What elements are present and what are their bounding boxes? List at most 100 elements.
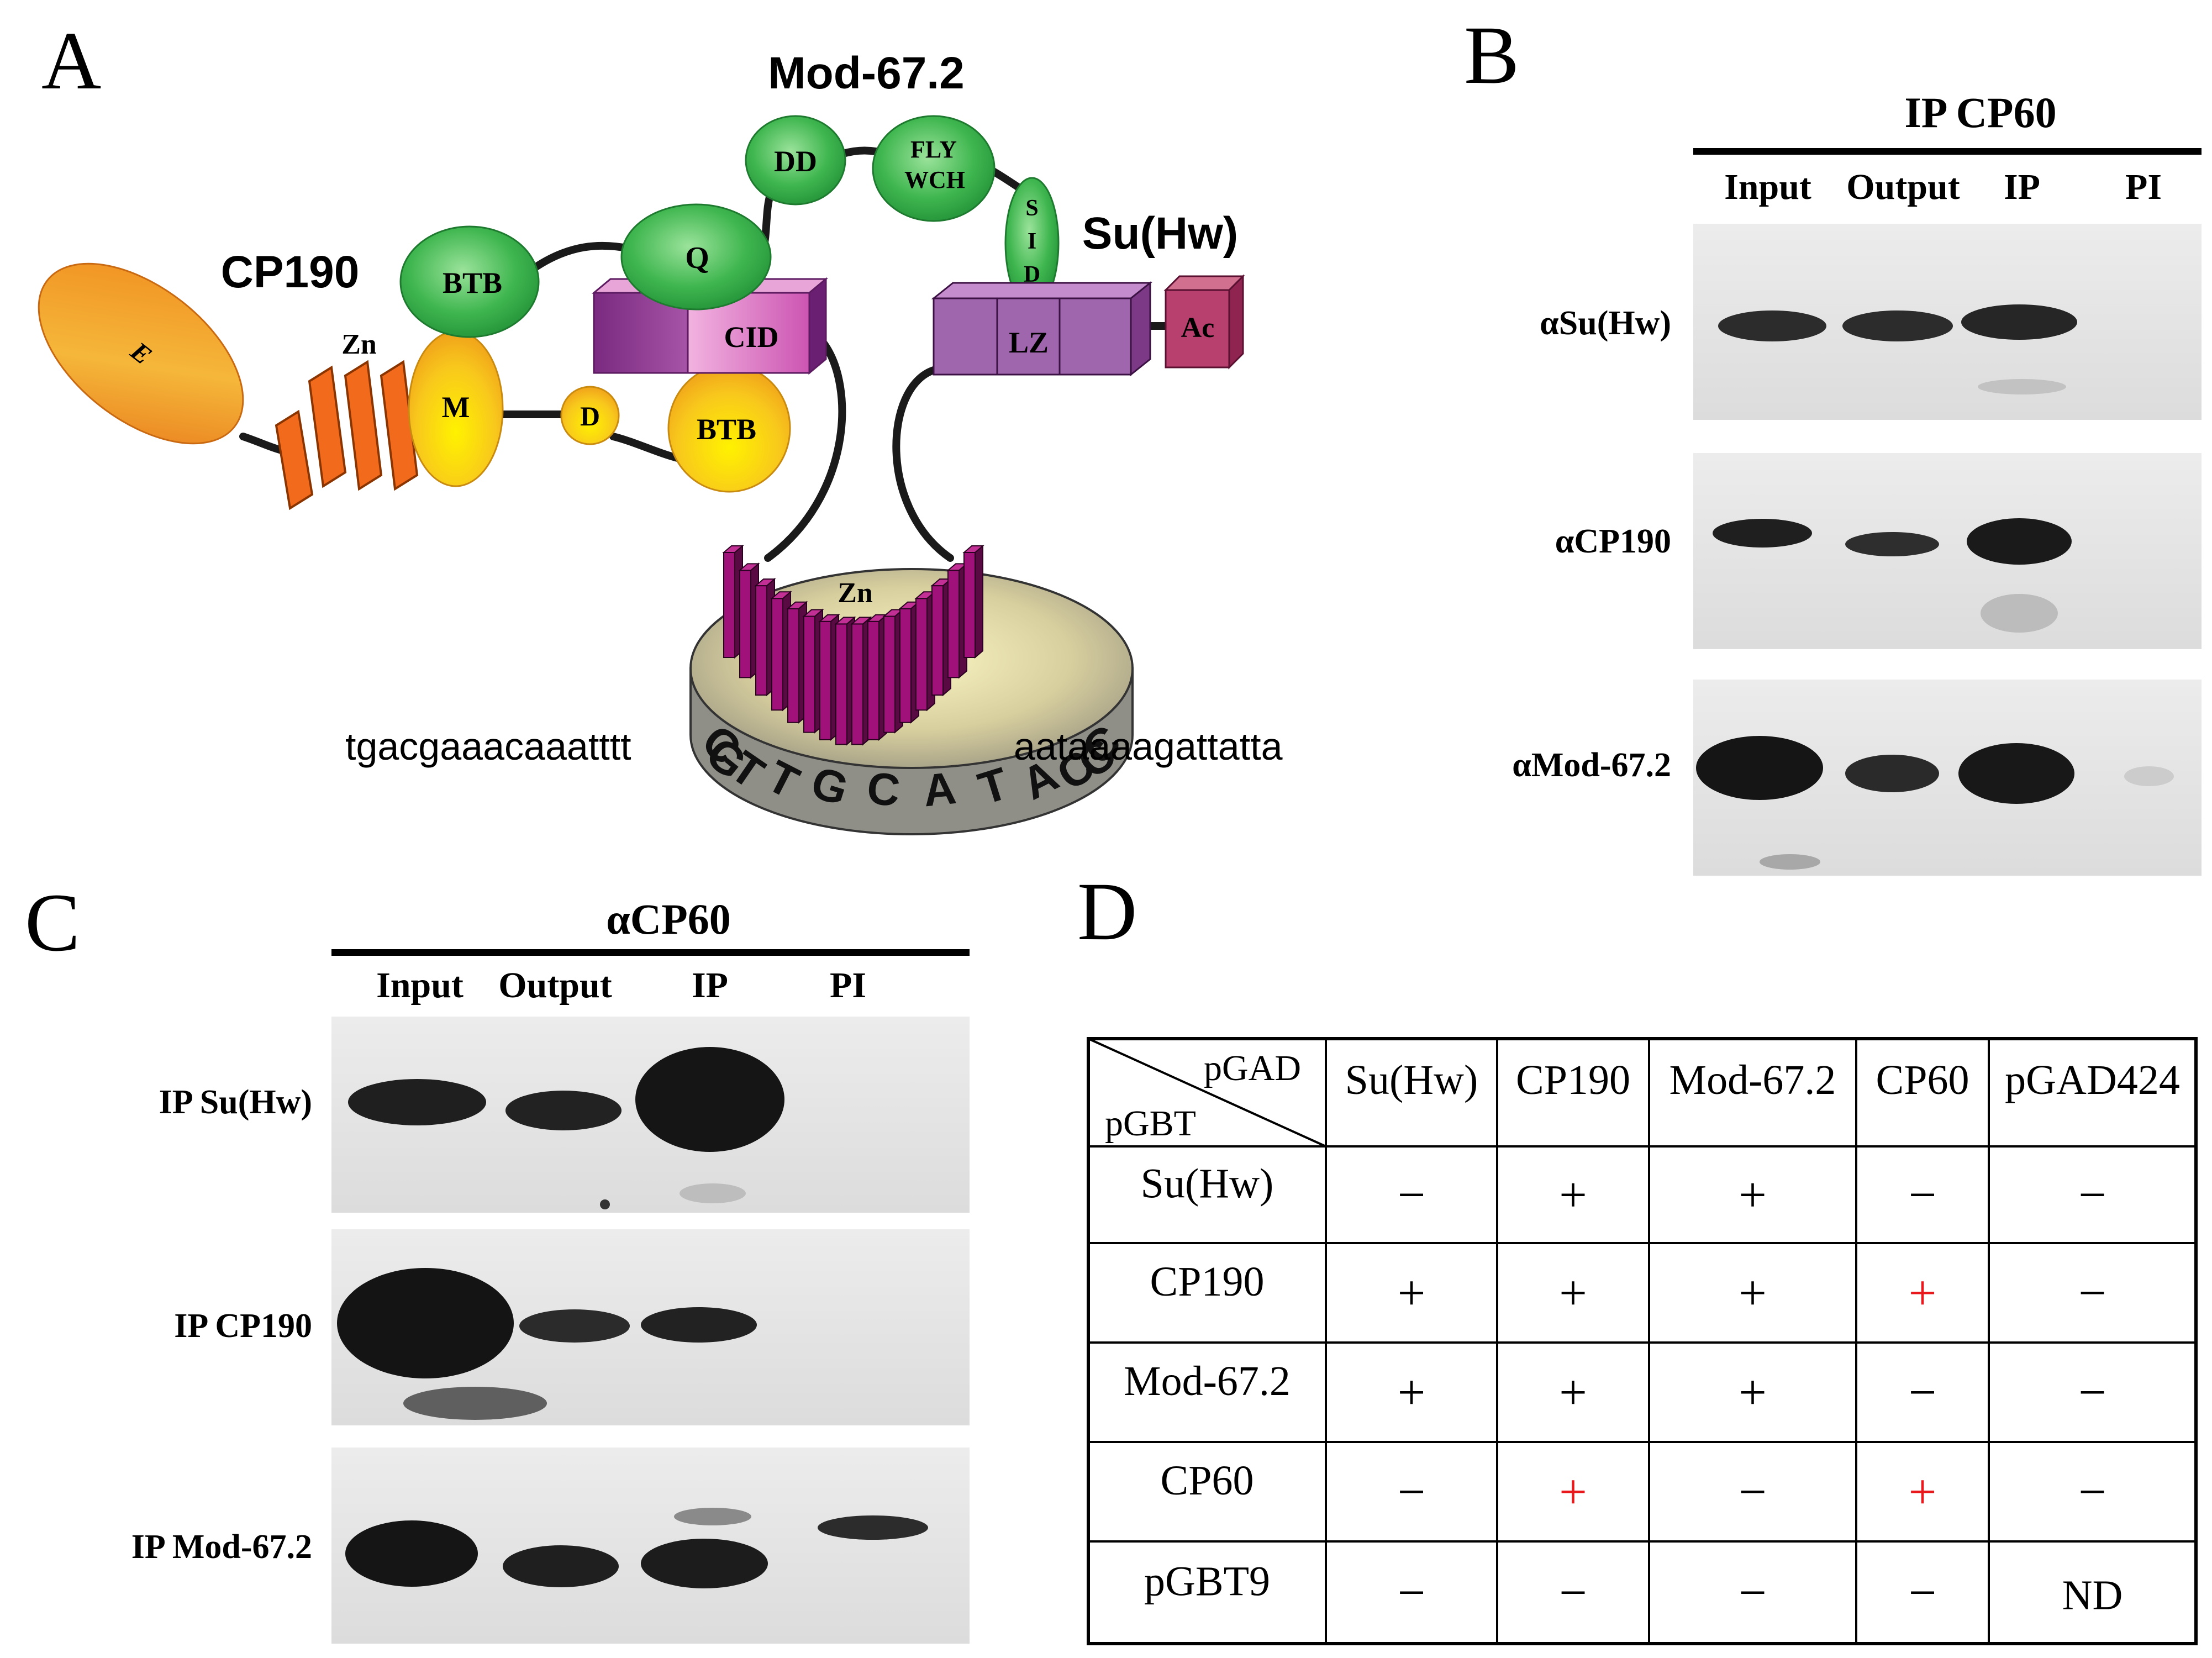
table-column-header: pGAD424 — [2005, 1057, 2180, 1103]
panel-c-rule — [331, 949, 970, 956]
panel-c-lane-ip: IP — [692, 965, 728, 1006]
panel-c-lane-input: Input — [376, 965, 464, 1006]
blot-b-mod672 — [1693, 680, 2202, 876]
table-cell: + — [1739, 1266, 1767, 1320]
table-corner-bottom: pGBT — [1105, 1103, 1196, 1144]
m-domain: M — [408, 330, 504, 487]
dd-label: DD — [774, 145, 817, 178]
panel-c-row-cp190: IP CP190 — [174, 1307, 312, 1345]
panel-b-row-suhw: αSu(Hw) — [1540, 304, 1671, 342]
panel-b-rule — [1693, 148, 2202, 155]
btb-upper-label: BTB — [443, 266, 502, 299]
panel-b: B IP CP60 Input Output IP PI αSu(Hw) αCP… — [1464, 9, 2202, 876]
table-column-header: Mod-67.2 — [1669, 1057, 1836, 1103]
cid-label: CID — [724, 320, 778, 354]
table-cell: − — [1739, 1566, 1767, 1620]
zn-finger-bar — [962, 544, 984, 659]
panel-d-letter: D — [1077, 866, 1137, 957]
flywch-label-1: FLY — [910, 136, 957, 163]
blot-b-suhw — [1693, 224, 2202, 420]
panel-a-letter: A — [41, 15, 101, 107]
table-cell: + — [1739, 1168, 1767, 1223]
sid-label-s: S — [1025, 196, 1038, 221]
q-label: Q — [685, 241, 709, 275]
table-cell: − — [2078, 1168, 2106, 1223]
table-row-label: Su(Hw) — [1141, 1161, 1274, 1207]
panel-b-lane-output: Output — [1846, 167, 1960, 207]
sid-label-i: I — [1028, 229, 1036, 254]
zn-label-cp190: Zn — [341, 329, 377, 360]
panel-b-letter: B — [1464, 9, 1519, 101]
zn-fingers-suhw — [722, 544, 984, 746]
blot-c-mod672 — [331, 1448, 970, 1644]
ac-domain: Ac — [1163, 274, 1245, 370]
table-cell: − — [1909, 1365, 1937, 1420]
panel-c-letter: C — [25, 877, 80, 969]
btb-domain-upper: BTB — [399, 225, 540, 338]
btb-lower-label: BTB — [697, 413, 756, 446]
panel-b-row-mod672: αMod-67.2 — [1512, 746, 1671, 784]
mod672-protein-label: Mod-67.2 — [768, 48, 964, 98]
table-cell: + — [1559, 1266, 1587, 1320]
zn-finger-bar — [834, 616, 856, 746]
panel-b-row-cp190: αCP190 — [1555, 523, 1671, 560]
panel-b-lane-pi: PI — [2125, 167, 2162, 207]
table-column-header: Su(Hw) — [1345, 1057, 1478, 1103]
dna-core-letter: A — [921, 763, 958, 817]
table-cell: ND — [2062, 1572, 2123, 1619]
table-cell: − — [1398, 1465, 1426, 1519]
table-row-label: pGBT9 — [1144, 1559, 1270, 1605]
flywch-domain: FLY WCH — [872, 115, 996, 222]
panel-c-row-suhw: IP Su(Hw) — [159, 1083, 312, 1121]
table-corner-top: pGAD — [1204, 1048, 1301, 1088]
ac-label: Ac — [1181, 312, 1215, 344]
m-label: M — [442, 391, 470, 424]
panel-b-title: IP CP60 — [1904, 88, 2056, 136]
table-row-label: Mod-67.2 — [1124, 1358, 1291, 1404]
table-cell: + — [1398, 1365, 1426, 1420]
panel-c-lane-pi: PI — [830, 965, 866, 1006]
table-row-label: CP190 — [1150, 1259, 1265, 1305]
table-cell: − — [2078, 1465, 2106, 1519]
zn-fingers-cp190 — [275, 360, 419, 510]
e-domain: E — [38, 262, 244, 445]
dd-domain: DD — [745, 115, 846, 206]
lz-domain: LZ — [931, 281, 1153, 377]
table-row-label: CP60 — [1161, 1457, 1254, 1504]
table-cell: − — [2078, 1266, 2106, 1320]
flywch-label-2: WCH — [904, 166, 965, 193]
table-cell: + — [1559, 1465, 1587, 1519]
panel-c-row-mod672: IP Mod-67.2 — [131, 1528, 312, 1566]
blot-c-cp190 — [331, 1229, 970, 1425]
blot-c-suhw — [331, 1017, 970, 1213]
zn-label-dna: Zn — [838, 577, 873, 609]
table-cell: − — [1398, 1168, 1426, 1223]
lz-label: LZ — [1009, 326, 1049, 359]
dna-left-seq: tgacgaaacaaatttt — [345, 725, 631, 768]
d-label: D — [580, 401, 600, 431]
panel-c-lane-output: Output — [498, 965, 612, 1006]
panel-c-title: αCP60 — [606, 895, 731, 943]
table-cell: − — [1909, 1566, 1937, 1620]
table-cell: + — [1398, 1266, 1426, 1320]
panel-b-lane-ip: IP — [2004, 167, 2040, 207]
dna-right-seq: aataaaagattatta — [1014, 725, 1283, 768]
dna-core-letter: C — [865, 763, 902, 817]
table-cell: − — [2078, 1365, 2106, 1420]
d-domain: D — [560, 386, 620, 445]
table-column-header: CP190 — [1516, 1057, 1630, 1103]
table-cell: + — [1909, 1266, 1937, 1320]
table-cell: − — [1739, 1465, 1767, 1519]
table-cell: + — [1909, 1465, 1937, 1519]
table-border — [1087, 1037, 2198, 1645]
panel-a: A E Zn M — [38, 15, 1283, 835]
suhw-protein-label: Su(Hw) — [1082, 208, 1238, 259]
btb-domain-lower: BTB — [667, 364, 791, 493]
table-cell: − — [1398, 1566, 1426, 1620]
table-column-header: CP60 — [1876, 1057, 1969, 1103]
table-cell: + — [1559, 1365, 1587, 1420]
blot-b-cp190 — [1693, 453, 2202, 649]
panel-b-lane-input: Input — [1724, 167, 1811, 207]
